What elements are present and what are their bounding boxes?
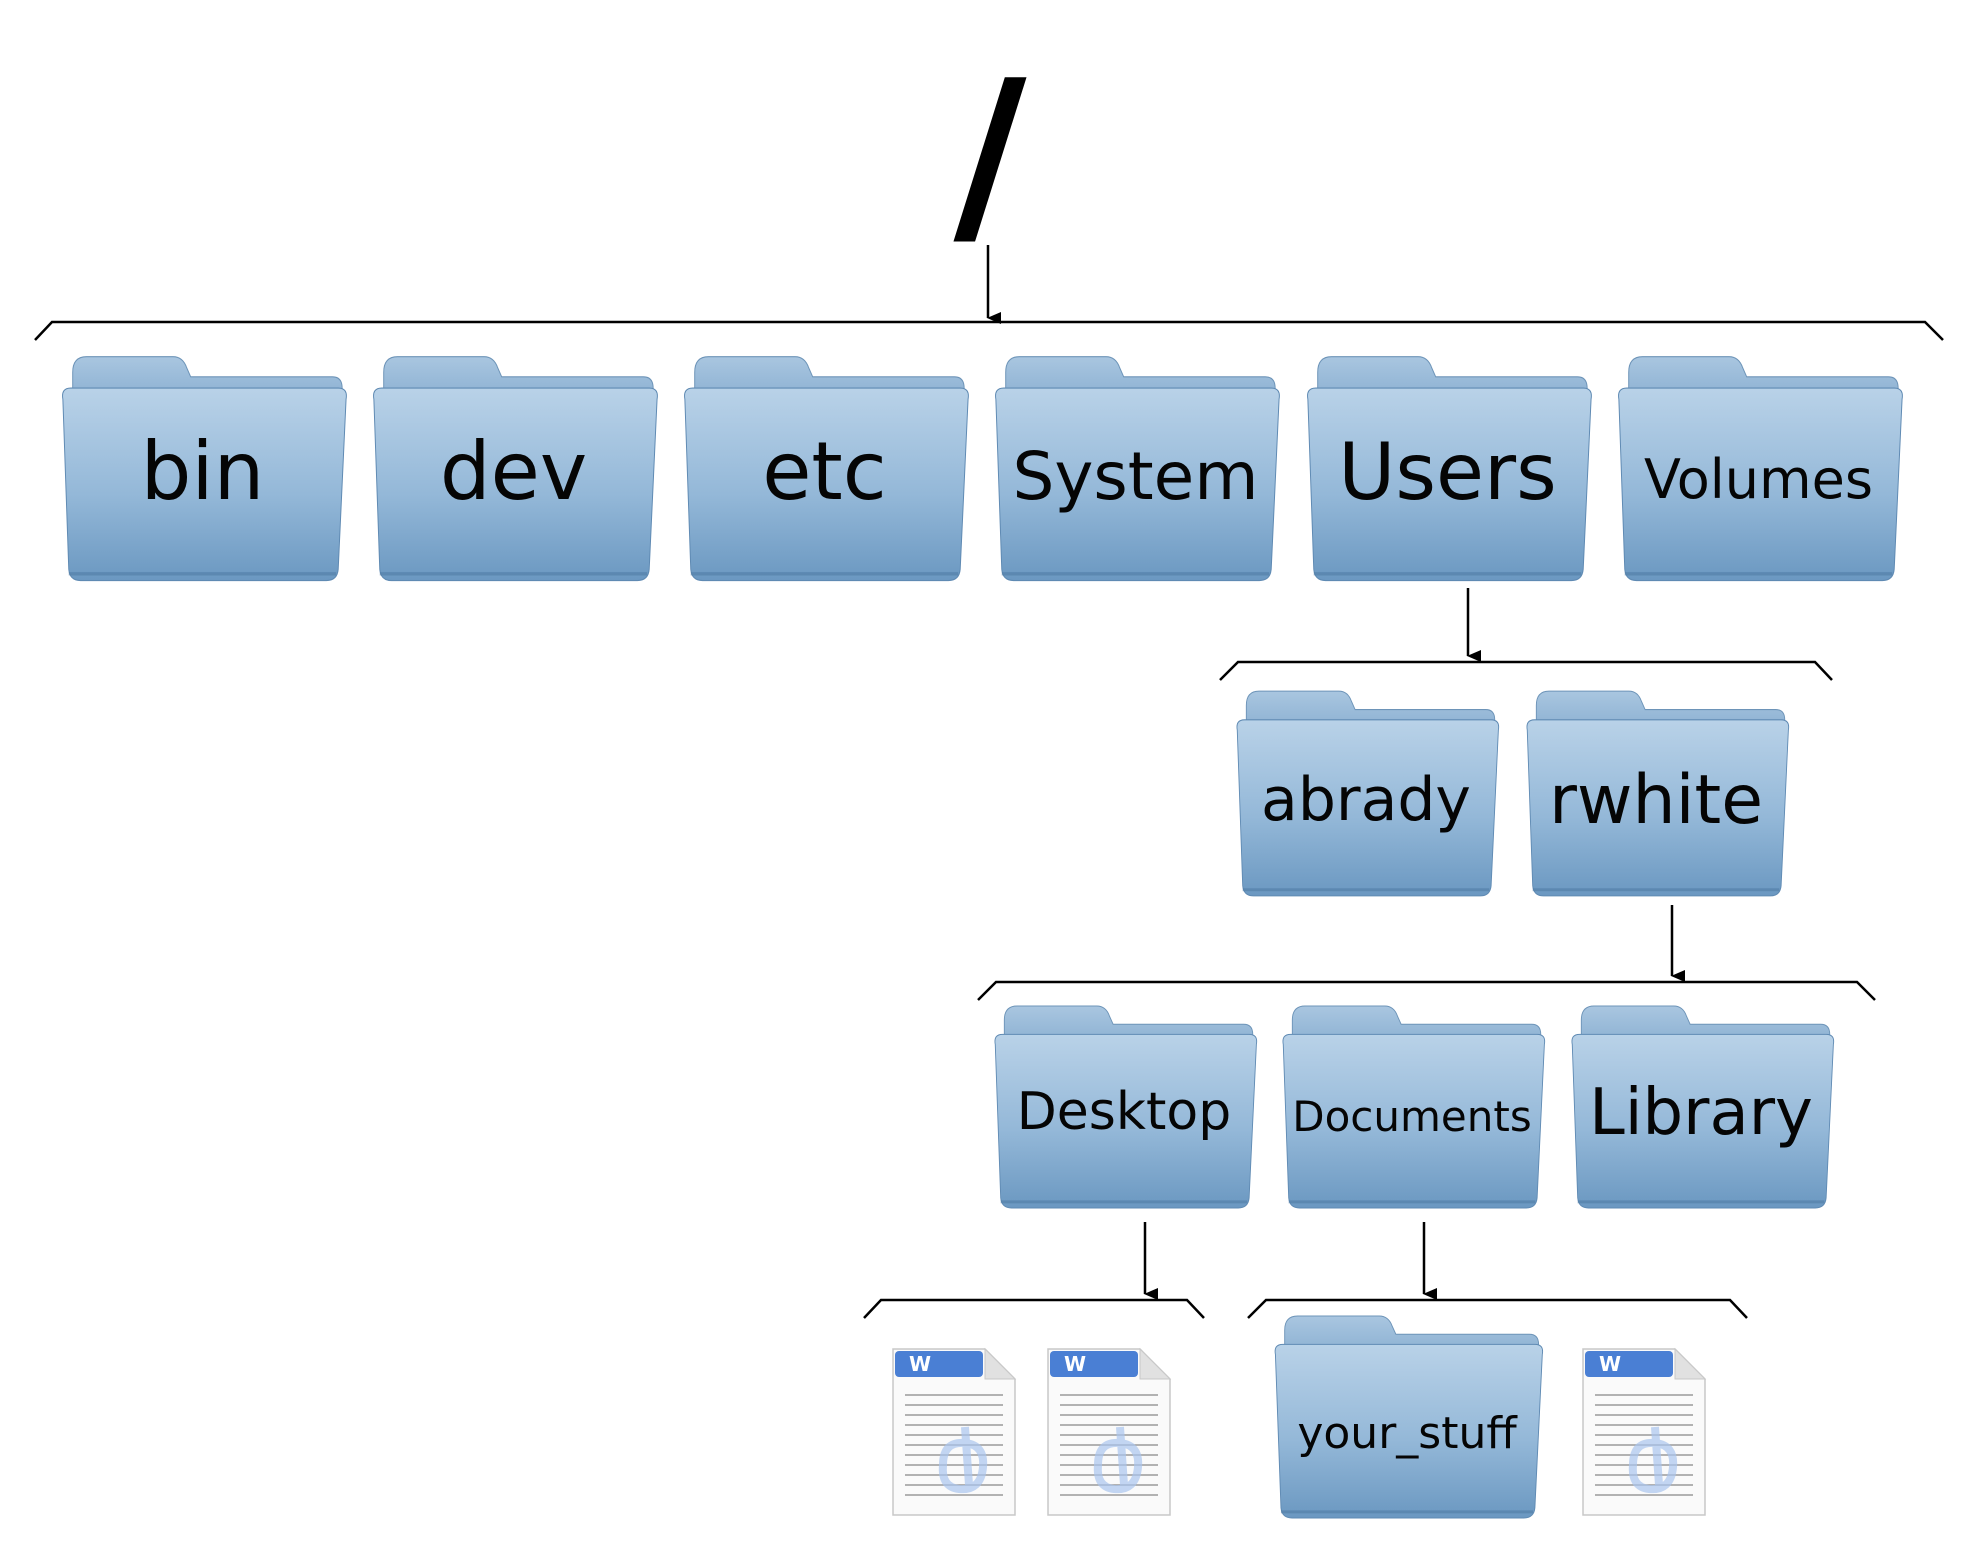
folder-label: bin bbox=[140, 425, 265, 518]
folder-label: dev bbox=[439, 425, 588, 518]
folder-icon bbox=[684, 356, 969, 582]
folder-icon bbox=[62, 356, 347, 582]
folder-system[interactable]: System bbox=[988, 350, 1283, 585]
svg-text:W: W bbox=[1599, 1352, 1621, 1376]
folder-icon bbox=[1282, 1005, 1546, 1209]
svg-text:W: W bbox=[1064, 1352, 1086, 1376]
folder-your-stuff[interactable]: your_stuff bbox=[1268, 1310, 1546, 1522]
folder-label: Desktop bbox=[1016, 1082, 1232, 1142]
folder-icon bbox=[994, 1005, 1258, 1209]
folder-label: your_stuff bbox=[1297, 1408, 1517, 1459]
word-document-icon[interactable]: W bbox=[1575, 1345, 1710, 1520]
folder-desktop[interactable]: Desktop bbox=[988, 1000, 1260, 1212]
folder-label: abrady bbox=[1261, 765, 1471, 835]
folder-users[interactable]: Users bbox=[1300, 350, 1595, 585]
folder-icon bbox=[1526, 690, 1790, 897]
word-document-icon[interactable]: W bbox=[1040, 1345, 1175, 1520]
svg-text:W: W bbox=[909, 1352, 931, 1376]
folder-icon bbox=[1236, 690, 1500, 897]
folder-documents[interactable]: Documents bbox=[1276, 1000, 1548, 1212]
folder-icon bbox=[1307, 356, 1592, 582]
folder-label: Documents bbox=[1292, 1092, 1532, 1141]
folder-bin[interactable]: bin bbox=[55, 350, 350, 585]
folder-library[interactable]: Library bbox=[1565, 1000, 1837, 1212]
folder-label: rwhite bbox=[1548, 761, 1764, 840]
folder-label: System bbox=[1012, 438, 1259, 515]
folder-volumes[interactable]: Volumes bbox=[1611, 350, 1906, 585]
bracket-rwhite-children bbox=[977, 980, 1876, 1001]
word-document-icon[interactable]: W bbox=[885, 1345, 1020, 1520]
root-directory-label: / bbox=[953, 38, 1027, 271]
folder-icon bbox=[1274, 1315, 1544, 1519]
bracket-root-children bbox=[34, 320, 1944, 341]
bracket-users-children bbox=[1219, 660, 1833, 681]
folder-label: Volumes bbox=[1644, 448, 1873, 511]
folder-dev[interactable]: dev bbox=[366, 350, 661, 585]
folder-icon bbox=[373, 356, 658, 582]
folder-etc[interactable]: etc bbox=[677, 350, 972, 585]
folder-rwhite[interactable]: rwhite bbox=[1520, 685, 1792, 900]
folder-label: etc bbox=[762, 425, 887, 518]
folder-label: Users bbox=[1338, 428, 1557, 518]
folder-label: Library bbox=[1589, 1076, 1813, 1150]
folder-abrady[interactable]: abrady bbox=[1230, 685, 1502, 900]
folder-icon bbox=[1618, 356, 1903, 582]
bracket-desktop-children bbox=[863, 1298, 1205, 1319]
folder-icon bbox=[1571, 1005, 1835, 1209]
folder-icon bbox=[995, 356, 1280, 582]
